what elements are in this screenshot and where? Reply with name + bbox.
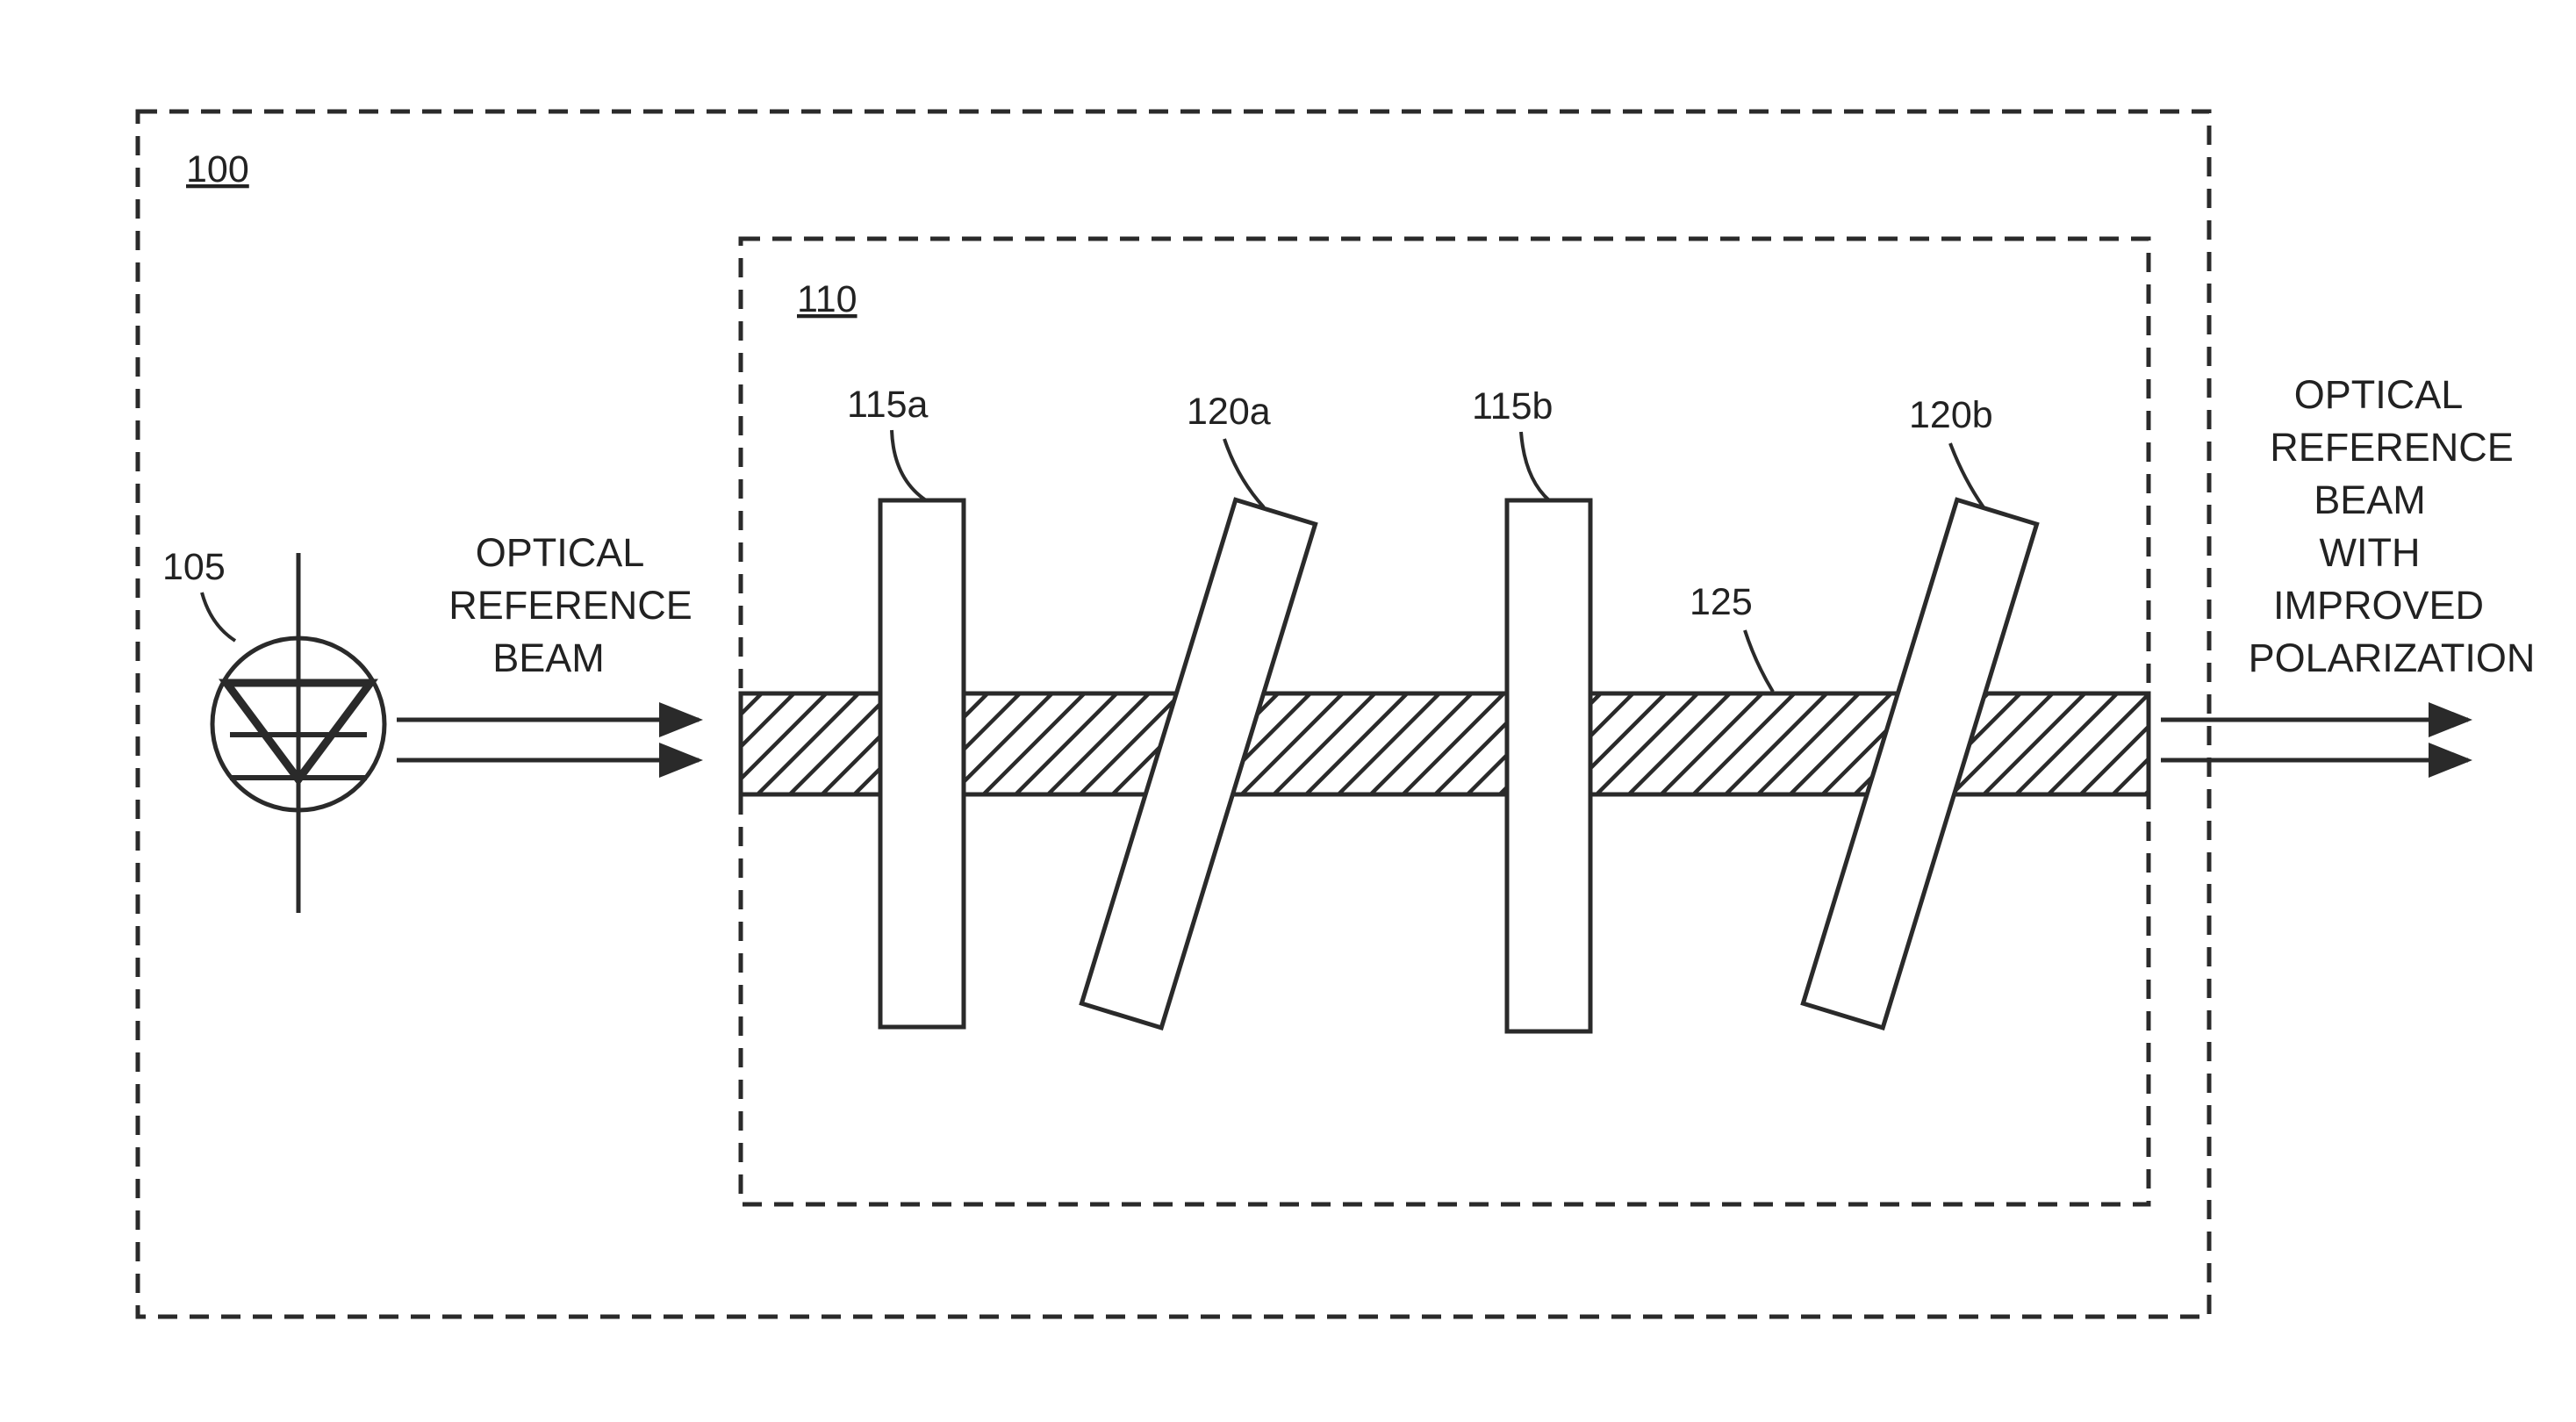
element-label-115b: 115b: [1472, 385, 1553, 427]
leader-line-115a: [892, 430, 926, 500]
beam-path-leader-line: [1745, 630, 1773, 692]
element-label-120a: 120a: [1187, 391, 1271, 433]
leader-line-120b: [1950, 443, 1984, 507]
laser-diode-source: [212, 553, 384, 913]
svg-text:IMPROVED: IMPROVED: [2273, 583, 2484, 628]
output-beam-text: OPTICAL REFERENCE BEAM WITH IMPROVED POL…: [2249, 372, 2536, 680]
leader-line-115b: [1521, 432, 1549, 500]
element-label-115a: 115a: [847, 384, 929, 426]
optical-element-115b: [1507, 500, 1590, 1031]
svg-text:REFERENCE: REFERENCE: [448, 583, 692, 628]
svg-text:REFERENCE: REFERENCE: [2270, 425, 2514, 470]
svg-text:OPTICAL: OPTICAL: [2294, 372, 2464, 417]
svg-text:BEAM: BEAM: [2314, 478, 2426, 522]
inner-box-label: 110: [797, 278, 857, 320]
element-label-120b: 120b: [1909, 394, 1993, 436]
svg-text:WITH: WITH: [2320, 530, 2421, 575]
outer-box-label: 100: [186, 148, 249, 190]
source-leader-line: [202, 592, 235, 641]
source-label: 105: [162, 546, 226, 588]
svg-text:POLARIZATION: POLARIZATION: [2249, 636, 2536, 680]
svg-text:BEAM: BEAM: [492, 636, 605, 680]
input-beam-text: OPTICAL REFERENCE BEAM: [448, 530, 692, 680]
optical-element-115a: [880, 500, 964, 1027]
beam-path-label: 125: [1690, 581, 1753, 623]
svg-text:OPTICAL: OPTICAL: [476, 530, 645, 575]
leader-line-120a: [1224, 439, 1264, 507]
